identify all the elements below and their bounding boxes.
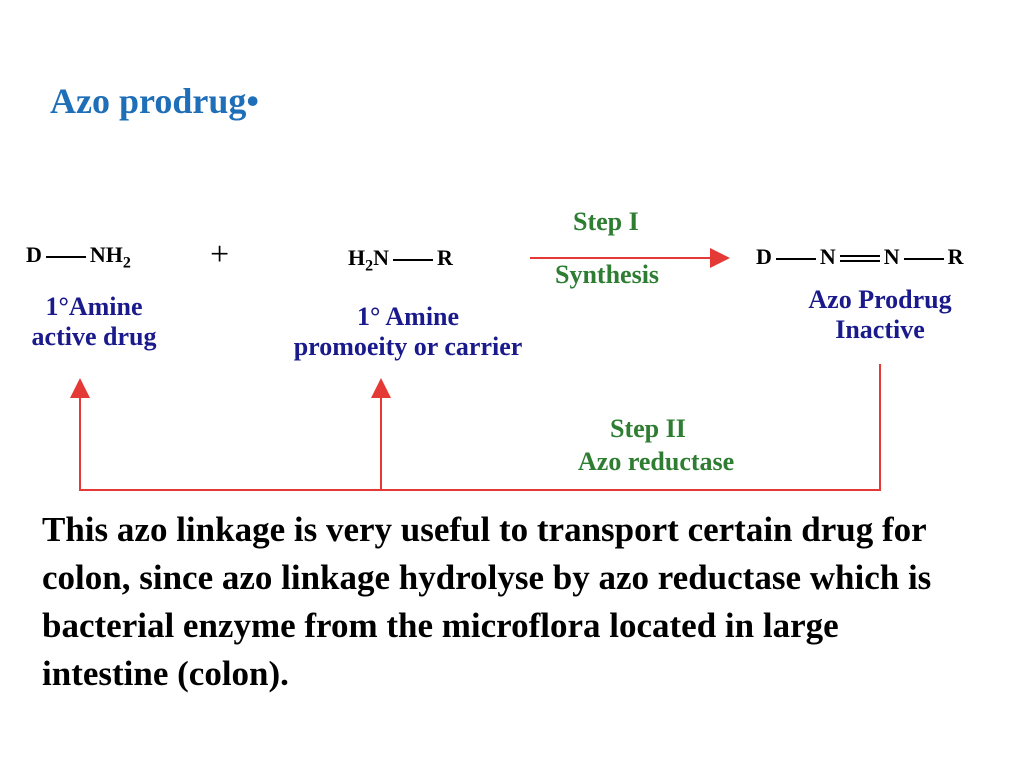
single-bond xyxy=(775,257,816,260)
reactant2-formula: H2N R xyxy=(348,245,453,275)
reactant1-formula: D NH2 xyxy=(26,242,131,272)
hydrogen-symbol: H xyxy=(348,245,366,270)
nitrogen-symbol-1: N xyxy=(819,244,836,269)
page-title: Azo prodrug• xyxy=(50,81,259,121)
step2-title: Step II xyxy=(610,414,686,443)
double-bond xyxy=(839,255,880,263)
nitrogen-symbol-2: N xyxy=(883,244,900,269)
plus-sign: + xyxy=(210,236,230,273)
reactant2-label-line1: 1° Amine xyxy=(356,302,460,331)
reactant1-label: 1°Amine active drug xyxy=(14,292,174,352)
single-bond xyxy=(45,255,86,258)
explanation-paragraph: This azo linkage is very useful to trans… xyxy=(42,510,932,693)
drug-symbol: D xyxy=(26,242,42,267)
r-group: R xyxy=(437,245,453,270)
nitrogen-symbol: N xyxy=(373,245,390,270)
r-group: R xyxy=(947,244,964,269)
product-label-line1: Azo Prodrug xyxy=(808,285,952,314)
step2-subtitle: Azo reductase xyxy=(578,447,735,476)
reductase-return-path xyxy=(70,364,881,491)
single-bond xyxy=(393,258,434,261)
product-label-line2: Inactive xyxy=(835,315,925,344)
reactant1-label-line1: 1°Amine xyxy=(45,292,143,321)
reactant2-label: 1° Amine promoeity or carrier xyxy=(262,302,554,362)
subscript: 2 xyxy=(365,257,374,275)
step1-title: Step I xyxy=(573,207,639,236)
drug-symbol: D xyxy=(756,244,772,269)
subscript: 2 xyxy=(122,254,131,272)
single-bond xyxy=(903,257,944,260)
product-label: Azo Prodrug Inactive xyxy=(780,285,980,345)
reactant1-label-line2: active drug xyxy=(31,322,157,351)
reactant2-label-line2: promoeity or carrier xyxy=(293,332,523,361)
step1-subtitle: Synthesis xyxy=(555,260,660,289)
amine-group: NH xyxy=(89,242,123,267)
